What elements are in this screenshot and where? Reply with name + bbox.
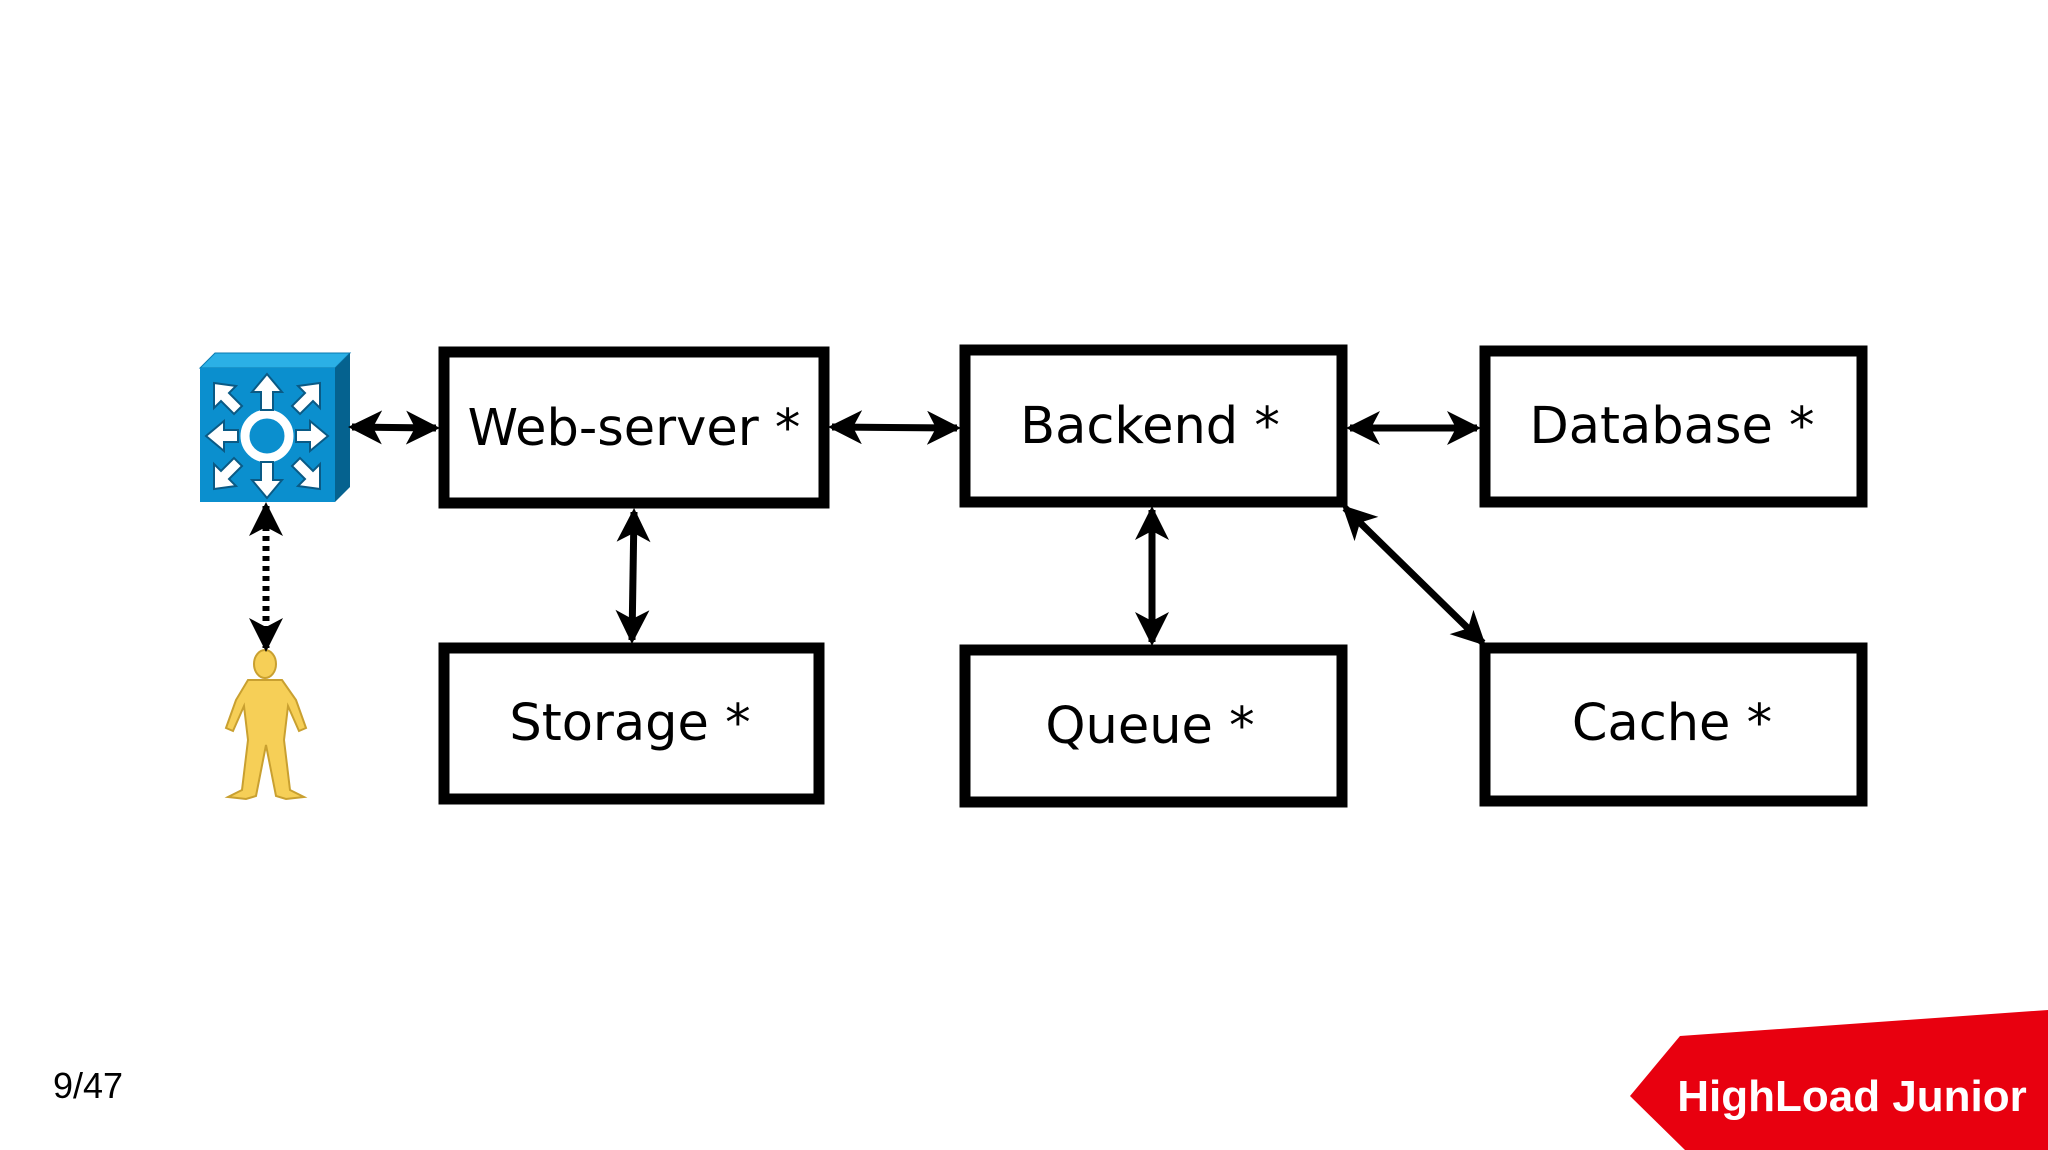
brand-logo: HighLoad Junior [1630, 1010, 2048, 1150]
node-queue: Queue * [959, 644, 1348, 808]
node-database: Database * [1479, 345, 1868, 508]
node-label-database: Database * [1529, 397, 1814, 456]
node-web-server: Web-server * [438, 346, 830, 509]
node-label-web-server: Web-server * [468, 399, 801, 458]
connector-backend-cache [1342, 505, 1486, 646]
node-storage: Storage * [438, 642, 825, 805]
network-switch-icon [198, 352, 352, 502]
node-label-queue: Queue * [1045, 697, 1254, 756]
connector-webserver-storage [615, 508, 651, 644]
node-label-storage: Storage * [509, 694, 750, 753]
node-label-cache: Cache * [1572, 694, 1772, 753]
connector-router-webserver [348, 410, 440, 445]
node-cache: Cache * [1479, 642, 1868, 807]
person-icon [224, 649, 308, 801]
node-label-backend: Backend * [1020, 397, 1280, 456]
node-backend: Backend * [959, 344, 1348, 508]
connector-webserver-backend [828, 410, 961, 445]
page-number: 9/47 [53, 1065, 124, 1106]
brand-text: HighLoad Junior [1677, 1072, 2027, 1121]
